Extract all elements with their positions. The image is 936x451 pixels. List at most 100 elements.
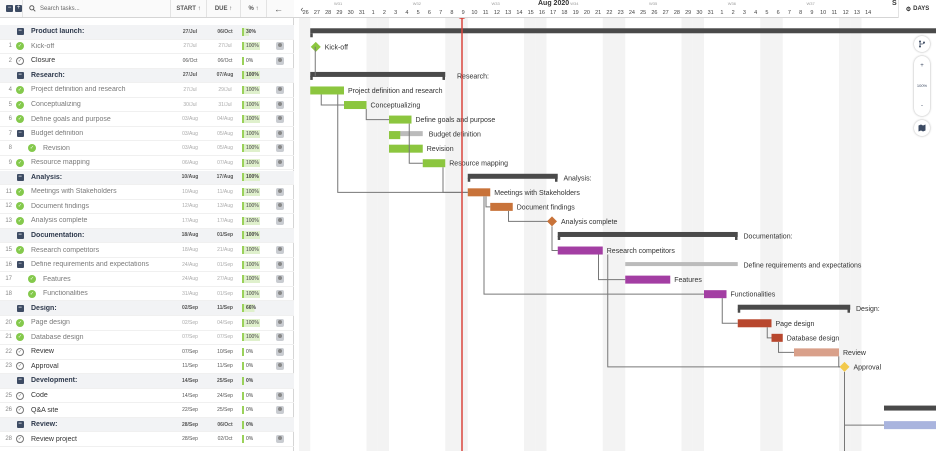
check-circle-icon[interactable]: ✓ <box>16 318 24 327</box>
task-name[interactable]: Review <box>31 348 54 356</box>
task-due[interactable]: 06/Oct <box>217 57 233 64</box>
task-row[interactable]: 5 ✓ Conceptualizing 30/Jul 31/Jul 100% <box>0 98 294 113</box>
task-name[interactable]: Analysis complete <box>31 217 88 225</box>
group-row[interactable]: − Review: 28/Sep 06/Oct 0% <box>0 417 294 433</box>
task-row[interactable]: 15 ✓ Research competitors 18/Aug 21/Aug … <box>0 243 294 258</box>
task-start[interactable]: 07/Sep <box>182 334 198 341</box>
task-percent[interactable]: 0% <box>242 435 268 444</box>
task-start[interactable]: 31/Aug <box>182 290 198 297</box>
task-start[interactable]: 03/Aug <box>182 145 198 152</box>
check-circle-icon[interactable]: ✓ <box>16 347 24 356</box>
assignee-cell[interactable] <box>268 158 292 167</box>
zoom-out-button[interactable]: - <box>921 102 923 109</box>
assignee-cell[interactable] <box>268 246 292 254</box>
task-row[interactable]: 1 ✓ Kick-off 27/Jul 27/Jul 100% <box>0 40 294 55</box>
task-row[interactable]: 11 ✓ Meetings with Stakeholders 10/Aug 1… <box>0 185 294 200</box>
task-name[interactable]: Design: <box>31 304 57 312</box>
group-row[interactable]: − Analysis: 10/Aug 17/Aug 100% <box>0 170 294 185</box>
task-name[interactable]: Define goals and purpose <box>31 115 111 123</box>
task-row[interactable]: 26 ✓ Q&A site 22/Sep 25/Sep 0% <box>0 403 294 418</box>
assignee-cell[interactable] <box>268 260 292 269</box>
zoom-in-button[interactable]: + <box>920 63 924 70</box>
task-row[interactable]: 20 ✓ Page design 02/Sep 04/Sep 100% <box>0 316 294 331</box>
back-arrow-button[interactable]: ← <box>266 0 290 17</box>
task-percent[interactable]: 0% <box>242 420 268 429</box>
assignee-cell[interactable] <box>268 216 292 225</box>
group-row[interactable]: − Research: 27/Jul 07/Aug 100% <box>0 68 294 84</box>
task-start[interactable]: 27/Jul <box>183 86 197 93</box>
task-start[interactable]: 30/Jul <box>183 101 197 108</box>
task-percent[interactable]: 100% <box>242 260 268 269</box>
task-due[interactable]: 31/Jul <box>218 101 232 108</box>
task-start[interactable]: 11/Sep <box>182 363 198 370</box>
check-circle-icon[interactable]: ✓ <box>16 406 24 415</box>
check-circle-icon[interactable]: ✓ <box>28 289 36 298</box>
assignee-cell[interactable] <box>268 56 292 65</box>
group-row[interactable]: − Development: 14/Sep 25/Sep 0% <box>0 374 294 389</box>
column-start-header[interactable]: START ↑ <box>170 0 206 17</box>
task-start[interactable]: 22/Sep <box>182 407 198 414</box>
search-input[interactable]: Search tasks... <box>40 5 80 12</box>
task-name[interactable]: Code <box>31 392 48 399</box>
expand-all-icon[interactable]: + <box>15 5 22 12</box>
task-percent[interactable]: 0% <box>242 391 268 400</box>
task-row[interactable]: 2 ✓ Closure 06/Oct 06/Oct 0% <box>0 54 294 69</box>
task-due[interactable]: 06/Oct <box>217 421 233 428</box>
task-percent[interactable]: 100% <box>242 158 268 167</box>
task-due[interactable]: 11/Aug <box>217 188 233 195</box>
task-percent[interactable]: 100% <box>242 289 268 298</box>
assignee-cell[interactable] <box>268 391 292 400</box>
task-due[interactable]: 25/Sep <box>216 377 234 384</box>
task-due[interactable]: 02/Oct <box>217 436 233 443</box>
assignee-cell[interactable] <box>268 202 292 211</box>
task-start[interactable]: 28/Sep <box>182 436 198 443</box>
check-circle-icon[interactable]: ✓ <box>16 56 24 65</box>
collapse-icon[interactable]: − <box>16 304 24 312</box>
map-view-button[interactable] <box>914 120 930 136</box>
task-start[interactable]: 12/Aug <box>182 203 198 210</box>
task-start[interactable]: 27/Jul <box>183 43 197 50</box>
task-name[interactable]: Q&A site <box>31 406 59 414</box>
task-start[interactable]: 28/Sep <box>181 421 199 428</box>
task-percent[interactable]: 0% <box>242 406 268 415</box>
task-start[interactable]: 03/Aug <box>182 130 198 137</box>
task-row[interactable]: 17 ✓ Features 24/Aug 27/Aug 100% <box>0 272 294 287</box>
task-percent[interactable]: 66% <box>242 304 268 313</box>
collapse-icon[interactable]: − <box>16 71 24 79</box>
critical-path-button[interactable] <box>914 36 930 52</box>
task-start[interactable]: 02/Sep <box>181 305 199 312</box>
task-due[interactable]: 05/Aug <box>217 145 233 152</box>
task-percent[interactable]: 100% <box>242 246 268 254</box>
check-circle-icon[interactable]: ✓ <box>16 202 24 211</box>
task-row[interactable]: 25 ✓ Code 14/Sep 24/Sep 0% <box>0 389 294 404</box>
assignee-cell[interactable] <box>268 362 292 371</box>
assignee-cell[interactable] <box>268 144 292 153</box>
task-due[interactable]: 04/Sep <box>217 319 233 326</box>
task-percent[interactable]: 0% <box>242 56 268 65</box>
task-row[interactable]: 8 ✓ Revision 03/Aug 05/Aug 100% <box>0 141 294 156</box>
check-circle-icon[interactable]: ✓ <box>16 216 24 225</box>
check-circle-icon[interactable]: ✓ <box>16 85 24 94</box>
task-percent[interactable]: 0% <box>242 362 268 371</box>
collapse-all-icon[interactable]: − <box>6 5 13 12</box>
task-start[interactable]: 14/Sep <box>181 377 199 384</box>
task-due[interactable]: 05/Aug <box>217 130 233 137</box>
task-percent[interactable]: 100% <box>242 173 268 182</box>
group-row[interactable]: − Design: 02/Sep 11/Sep 66% <box>0 301 294 316</box>
task-name[interactable]: Page design <box>31 319 70 327</box>
task-due[interactable]: 04/Aug <box>217 116 233 123</box>
collapse-icon[interactable]: − <box>16 28 24 36</box>
task-due[interactable]: 21/Aug <box>217 247 233 253</box>
check-circle-icon[interactable]: ✓ <box>16 115 24 124</box>
check-circle-icon[interactable]: ✓ <box>16 435 24 444</box>
task-name[interactable]: Resource mapping <box>31 159 90 167</box>
task-due[interactable]: 17/Aug <box>217 217 233 224</box>
task-due[interactable]: 06/Oct <box>217 28 233 35</box>
task-percent[interactable]: 100% <box>242 144 268 153</box>
task-name[interactable]: Kick-off <box>31 42 55 50</box>
task-percent[interactable]: 100% <box>242 100 268 109</box>
search-box[interactable]: Search tasks... <box>22 0 170 17</box>
task-start[interactable]: 06/Aug <box>182 159 198 166</box>
task-name[interactable]: Meetings with Stakeholders <box>31 188 117 196</box>
task-start[interactable]: 27/Jul <box>182 72 198 79</box>
